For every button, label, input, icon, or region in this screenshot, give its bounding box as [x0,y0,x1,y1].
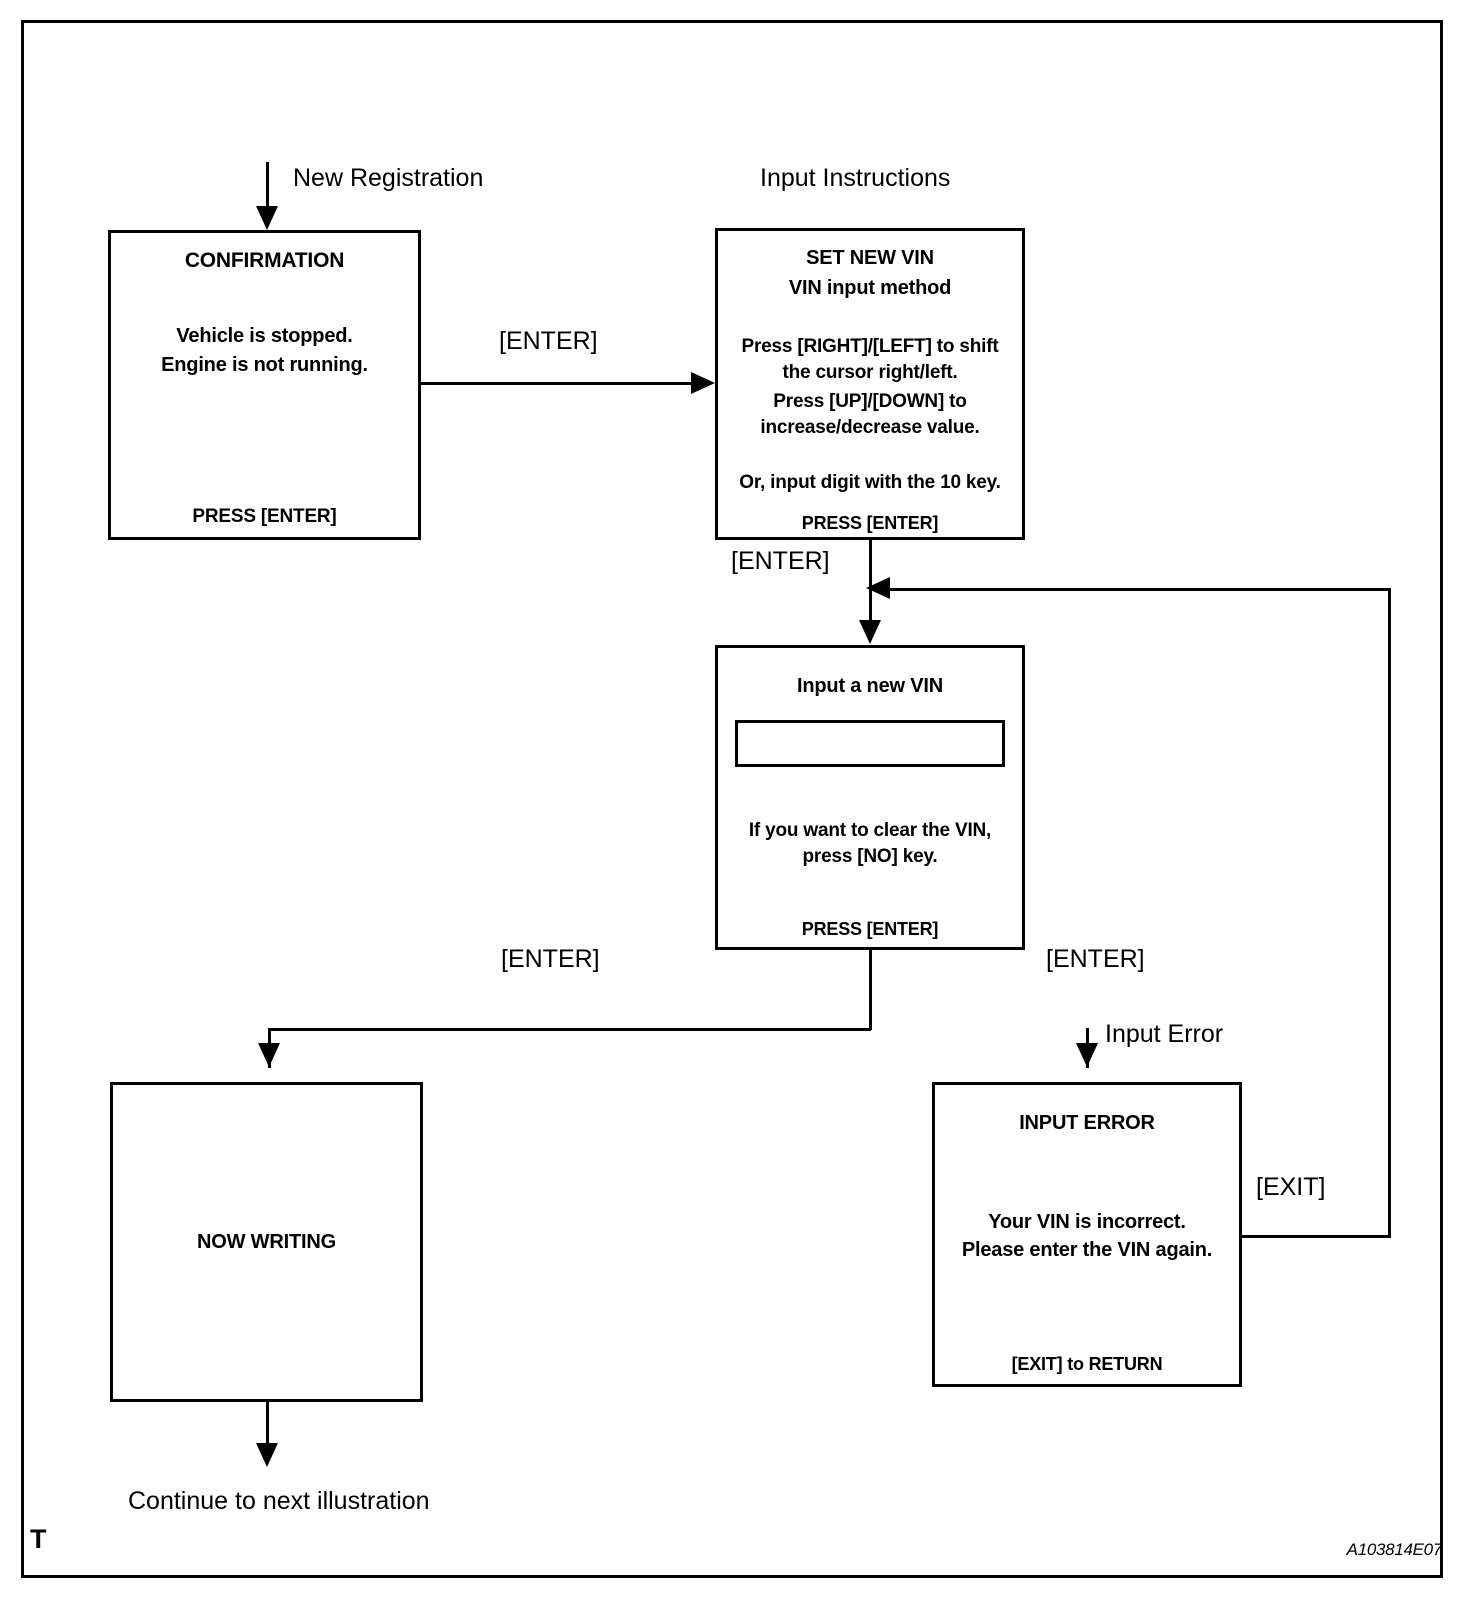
branch-right-arrow-icon [1076,1043,1098,1067]
confirm-to-setvin-label: [ENTER] [499,327,598,355]
vin-input-field[interactable] [735,720,1005,767]
setvin-to-inputvin-arrow-icon [859,620,881,644]
input-new-vin-line-2: press [NO] key. [802,846,938,867]
confirmation-title: CONFIRMATION [184,249,345,272]
set-new-vin-line-4: increase/decrease value. [760,417,980,438]
figure-id-label: A103814E07 [1346,1540,1443,1559]
input-error-line-2: Please enter the VIN again. [961,1239,1213,1261]
error-return-bottom-line [1240,1235,1391,1238]
input-instructions-label: Input Instructions [760,164,951,192]
set-new-vin-footer: PRESS [ENTER] [801,513,939,533]
setvin-to-inputvin-label: [ENTER] [731,547,830,575]
branch-left-label: [ENTER] [501,945,600,973]
now-writing-exit-line [266,1402,269,1460]
inputvin-branch-stem [869,950,872,1030]
error-return-right-line [1388,588,1391,1238]
branch-left-arrow-icon [258,1043,280,1067]
set-new-vin-subtitle: VIN input method [788,277,952,299]
error-return-label: [EXIT] [1256,1173,1326,1201]
entry-line [266,162,269,208]
input-error-line-1: Your VIN is incorrect. [988,1211,1186,1233]
set-new-vin-line-5: Or, input digit with the 10 key. [739,472,1001,493]
entry-arrow-icon [256,206,278,230]
entry-label: New Registration [293,164,484,192]
inputvin-branch-bar [268,1028,871,1031]
set-new-vin-line-1: Press [RIGHT]/[LEFT] to shift [741,336,999,357]
error-return-top-line [889,588,1391,591]
input-new-vin-line-1: If you want to clear the VIN, [748,820,992,841]
confirmation-screen: CONFIRMATION Vehicle is stopped. Engine … [108,230,421,540]
branch-right-label: [ENTER] [1046,945,1145,973]
confirm-to-setvin-line [421,382,693,385]
corner-mark-t: T [30,1524,47,1554]
set-new-vin-line-3: Press [UP]/[DOWN] to [773,391,967,412]
confirmation-line-2: Engine is not running. [161,354,368,376]
input-new-vin-footer: PRESS [ENTER] [801,919,939,939]
confirmation-line-1: Vehicle is stopped. [176,325,353,347]
input-new-vin-title: Input a new VIN [797,675,943,697]
error-return-arrow-icon [866,577,890,599]
diagram-frame [21,20,1443,1578]
input-error-title: INPUT ERROR [1019,1112,1155,1134]
set-new-vin-line-2: the cursor right/left. [782,362,958,383]
input-error-footer: [EXIT] to RETURN [1011,1354,1163,1374]
set-new-vin-title: SET NEW VIN [806,247,934,269]
set-new-vin-screen: SET NEW VIN VIN input method Press [RIGH… [715,228,1025,540]
continue-label: Continue to next illustration [128,1487,430,1515]
input-error-screen: INPUT ERROR Your VIN is incorrect. Pleas… [932,1082,1242,1387]
input-error-branch-label: Input Error [1105,1020,1224,1048]
confirmation-footer: PRESS [ENTER] [192,506,337,527]
now-writing-screen: NOW WRITING [110,1082,423,1402]
input-new-vin-screen: Input a new VIN If you want to clear the… [715,645,1025,950]
confirm-to-setvin-arrow-icon [691,372,715,394]
now-writing-title: NOW WRITING [197,1231,336,1253]
now-writing-exit-arrow-icon [256,1443,278,1467]
